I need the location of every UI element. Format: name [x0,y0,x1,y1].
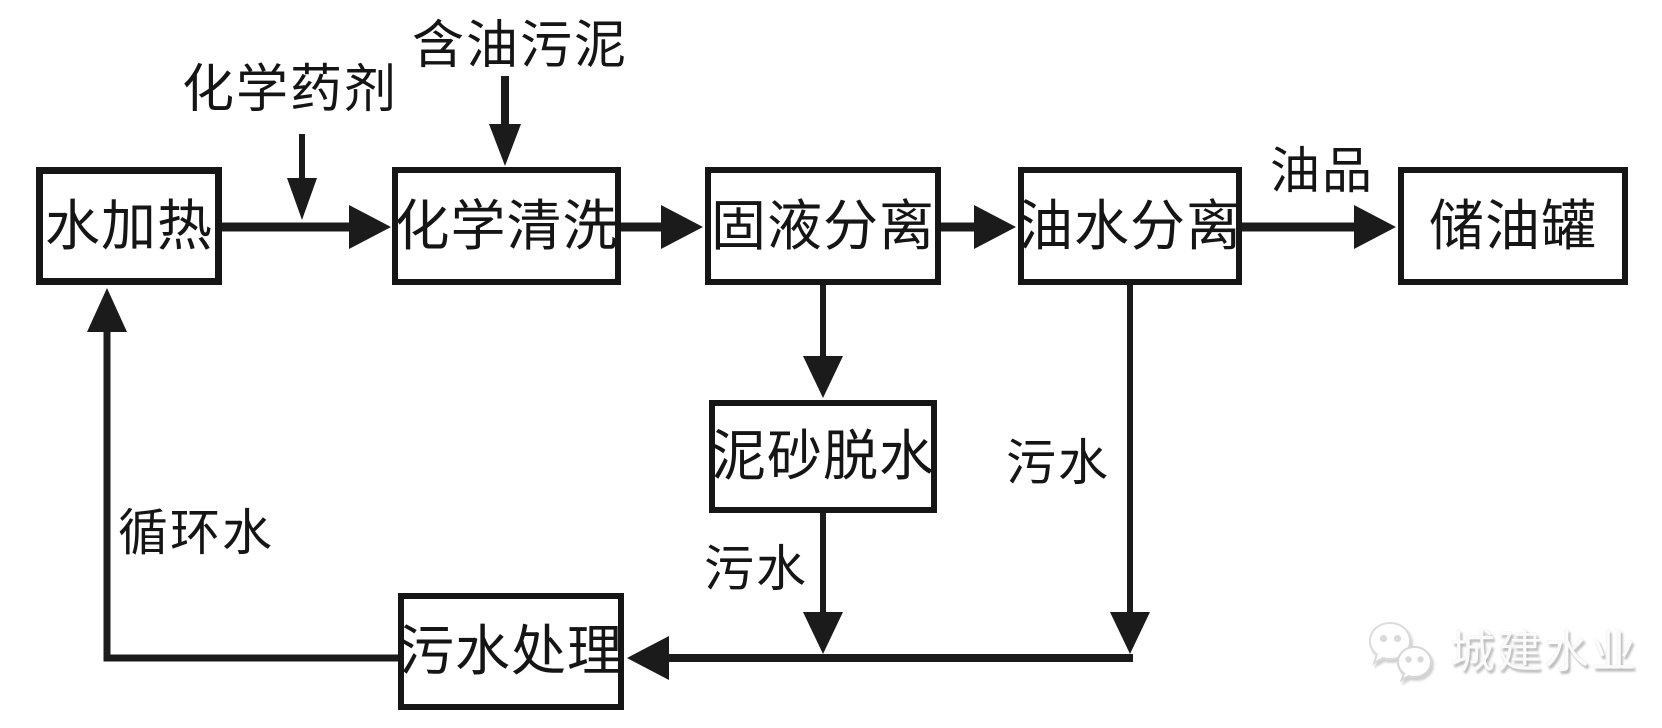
node-wastewater-treatment-label: 污水处理 [399,619,624,683]
arrow-solid-liquid-to-oil-water [941,205,1016,249]
label-oil-product: 油品 [1270,142,1374,200]
label-wastewater-middle: 污水 [704,540,808,598]
node-water-heating-label: 水加热 [44,193,213,258]
node-sediment-dewatering: 泥砂脱水 [709,400,937,513]
arrow-oil-water-to-storage-tank [1242,205,1396,249]
node-chemical-cleaning-label: 化学清洗 [394,193,619,258]
label-circulating-water: 循环水 [118,504,274,562]
node-sediment-dewatering-label: 泥砂脱水 [711,424,936,488]
node-wastewater-treatment: 污水处理 [398,593,624,710]
label-chemical-agent: 化学药剂 [181,60,399,120]
arrow-oil-water-wastewater [1110,285,1150,654]
node-oil-water-separation: 油水分离 [1018,167,1242,285]
arrow-water-heating-to-chemical-cleaning [222,205,391,249]
node-chemical-cleaning: 化学清洗 [392,167,621,285]
arrow-solid-liquid-to-sediment-dewatering [803,285,843,398]
node-water-heating: 水加热 [36,167,222,285]
label-wastewater-right: 污水 [1006,434,1110,492]
node-solid-liquid-separation: 固液分离 [705,167,941,285]
label-oily-sludge-input: 含油污泥 [411,16,629,76]
node-oil-storage-tank-label: 储油罐 [1428,193,1597,258]
arrow-oily-sludge-input [489,76,521,166]
arrow-circulating-water-return [87,288,398,662]
node-solid-liquid-separation-label: 固液分离 [711,193,936,258]
arrow-collector-to-wastewater-treatment [627,636,1133,680]
node-oil-storage-tank: 储油罐 [1398,167,1628,285]
node-oil-water-separation-label: 油水分离 [1018,193,1243,258]
arrow-chemical-agent-input [287,134,317,220]
arrow-chemical-cleaning-to-solid-liquid [621,205,703,249]
arrow-sediment-dewatering-wastewater [803,513,843,654]
